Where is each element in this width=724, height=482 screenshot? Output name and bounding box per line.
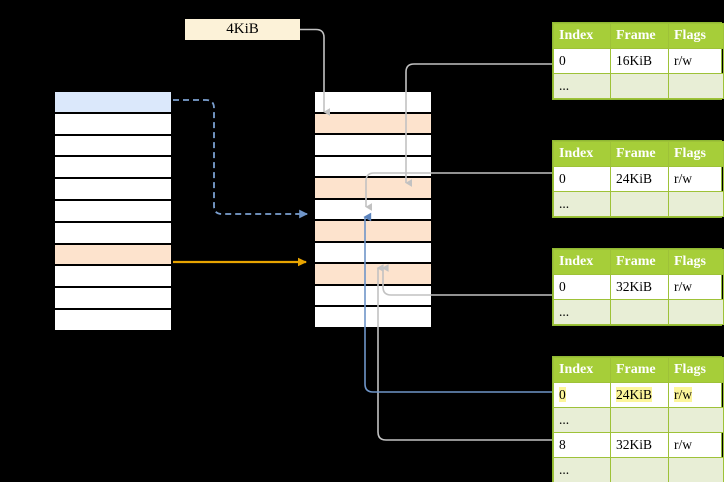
virtual-address-space-row <box>54 156 172 179</box>
cell-index: 0 <box>553 382 611 408</box>
cell-flags <box>668 407 724 433</box>
highlighted-value: 0 <box>559 387 566 402</box>
cell-frame: 32KiB <box>610 274 669 300</box>
column-header-frame: Frame <box>610 141 669 167</box>
cell-frame <box>610 457 669 482</box>
page-size-label: 4KiB <box>226 21 259 37</box>
virtual-address-space-row <box>54 134 172 157</box>
cell-frame: 24KiB <box>610 382 669 408</box>
virtual-address-space-row <box>54 178 172 200</box>
cell-frame <box>610 73 669 99</box>
column-header-index: Index <box>553 141 611 167</box>
table-row: ... <box>553 457 724 482</box>
column-header-frame: Frame <box>610 249 669 275</box>
physical-memory-row <box>314 284 432 306</box>
virtual-address-space-row <box>54 287 172 309</box>
column-header-index: Index <box>553 249 611 275</box>
table-row: ... <box>553 73 724 99</box>
cell-flags: r/w <box>668 432 724 458</box>
cell-flags: r/w <box>668 166 724 192</box>
virtual-address-space-row <box>54 265 172 288</box>
cell-frame <box>610 299 669 325</box>
cell-frame: 24KiB <box>610 166 669 192</box>
cell-flags <box>668 191 724 217</box>
cell-index: ... <box>553 73 611 99</box>
virtual-address-space-column <box>53 90 173 331</box>
virtual-address-space-row <box>54 221 172 244</box>
physical-memory-row <box>314 220 432 242</box>
table-row: 0 24KiB r/w <box>553 382 724 408</box>
column-header-flags: Flags <box>668 23 724 49</box>
column-header-flags: Flags <box>668 141 724 167</box>
physical-memory-column <box>313 90 433 328</box>
cell-flags: r/w <box>668 382 724 408</box>
wire-virtual-page-to-frame <box>173 99 309 219</box>
cell-index: ... <box>553 407 611 433</box>
physical-memory-row <box>314 91 432 113</box>
cell-frame: 32KiB <box>610 432 669 458</box>
table-row: ... <box>553 299 724 325</box>
physical-memory-row <box>314 198 432 220</box>
physical-memory-row <box>314 263 432 285</box>
column-header-frame: Frame <box>610 357 669 383</box>
table-row: ... <box>553 407 724 433</box>
cell-flags <box>668 73 724 99</box>
physical-memory-row <box>314 112 432 134</box>
physical-memory-row <box>314 241 432 263</box>
cell-index: 0 <box>553 48 611 74</box>
column-header-index: Index <box>553 357 611 383</box>
virtual-address-space-row <box>54 91 172 113</box>
cell-index: ... <box>553 299 611 325</box>
physical-memory-row <box>314 306 432 328</box>
highlighted-value: r/w <box>674 387 692 402</box>
cell-index: ... <box>553 191 611 217</box>
cell-flags: r/w <box>668 274 724 300</box>
table-row: ... <box>553 191 724 217</box>
cell-frame <box>610 407 669 433</box>
virtual-address-space-row <box>54 112 172 135</box>
highlighted-value: 24KiB <box>616 387 653 402</box>
column-header-frame: Frame <box>610 23 669 49</box>
cell-index: 8 <box>553 432 611 458</box>
physical-memory-row <box>314 177 432 199</box>
virtual-address-space-row <box>54 243 172 266</box>
virtual-address-space-row <box>54 308 172 331</box>
physical-memory-row <box>314 134 432 156</box>
column-header-flags: Flags <box>668 249 724 275</box>
column-header-flags: Flags <box>668 357 724 383</box>
cell-flags: r/w <box>668 48 724 74</box>
physical-memory-row <box>314 155 432 177</box>
virtual-address-space-row <box>54 199 172 222</box>
cell-frame <box>610 191 669 217</box>
page-size-callout: 4KiB <box>185 19 300 40</box>
cell-flags <box>668 457 724 482</box>
cell-index: 0 <box>553 274 611 300</box>
cell-frame: 16KiB <box>610 48 669 74</box>
column-header-index: Index <box>553 23 611 49</box>
cell-flags <box>668 299 724 325</box>
cell-index: 0 <box>553 166 611 192</box>
cell-index: ... <box>553 457 611 482</box>
